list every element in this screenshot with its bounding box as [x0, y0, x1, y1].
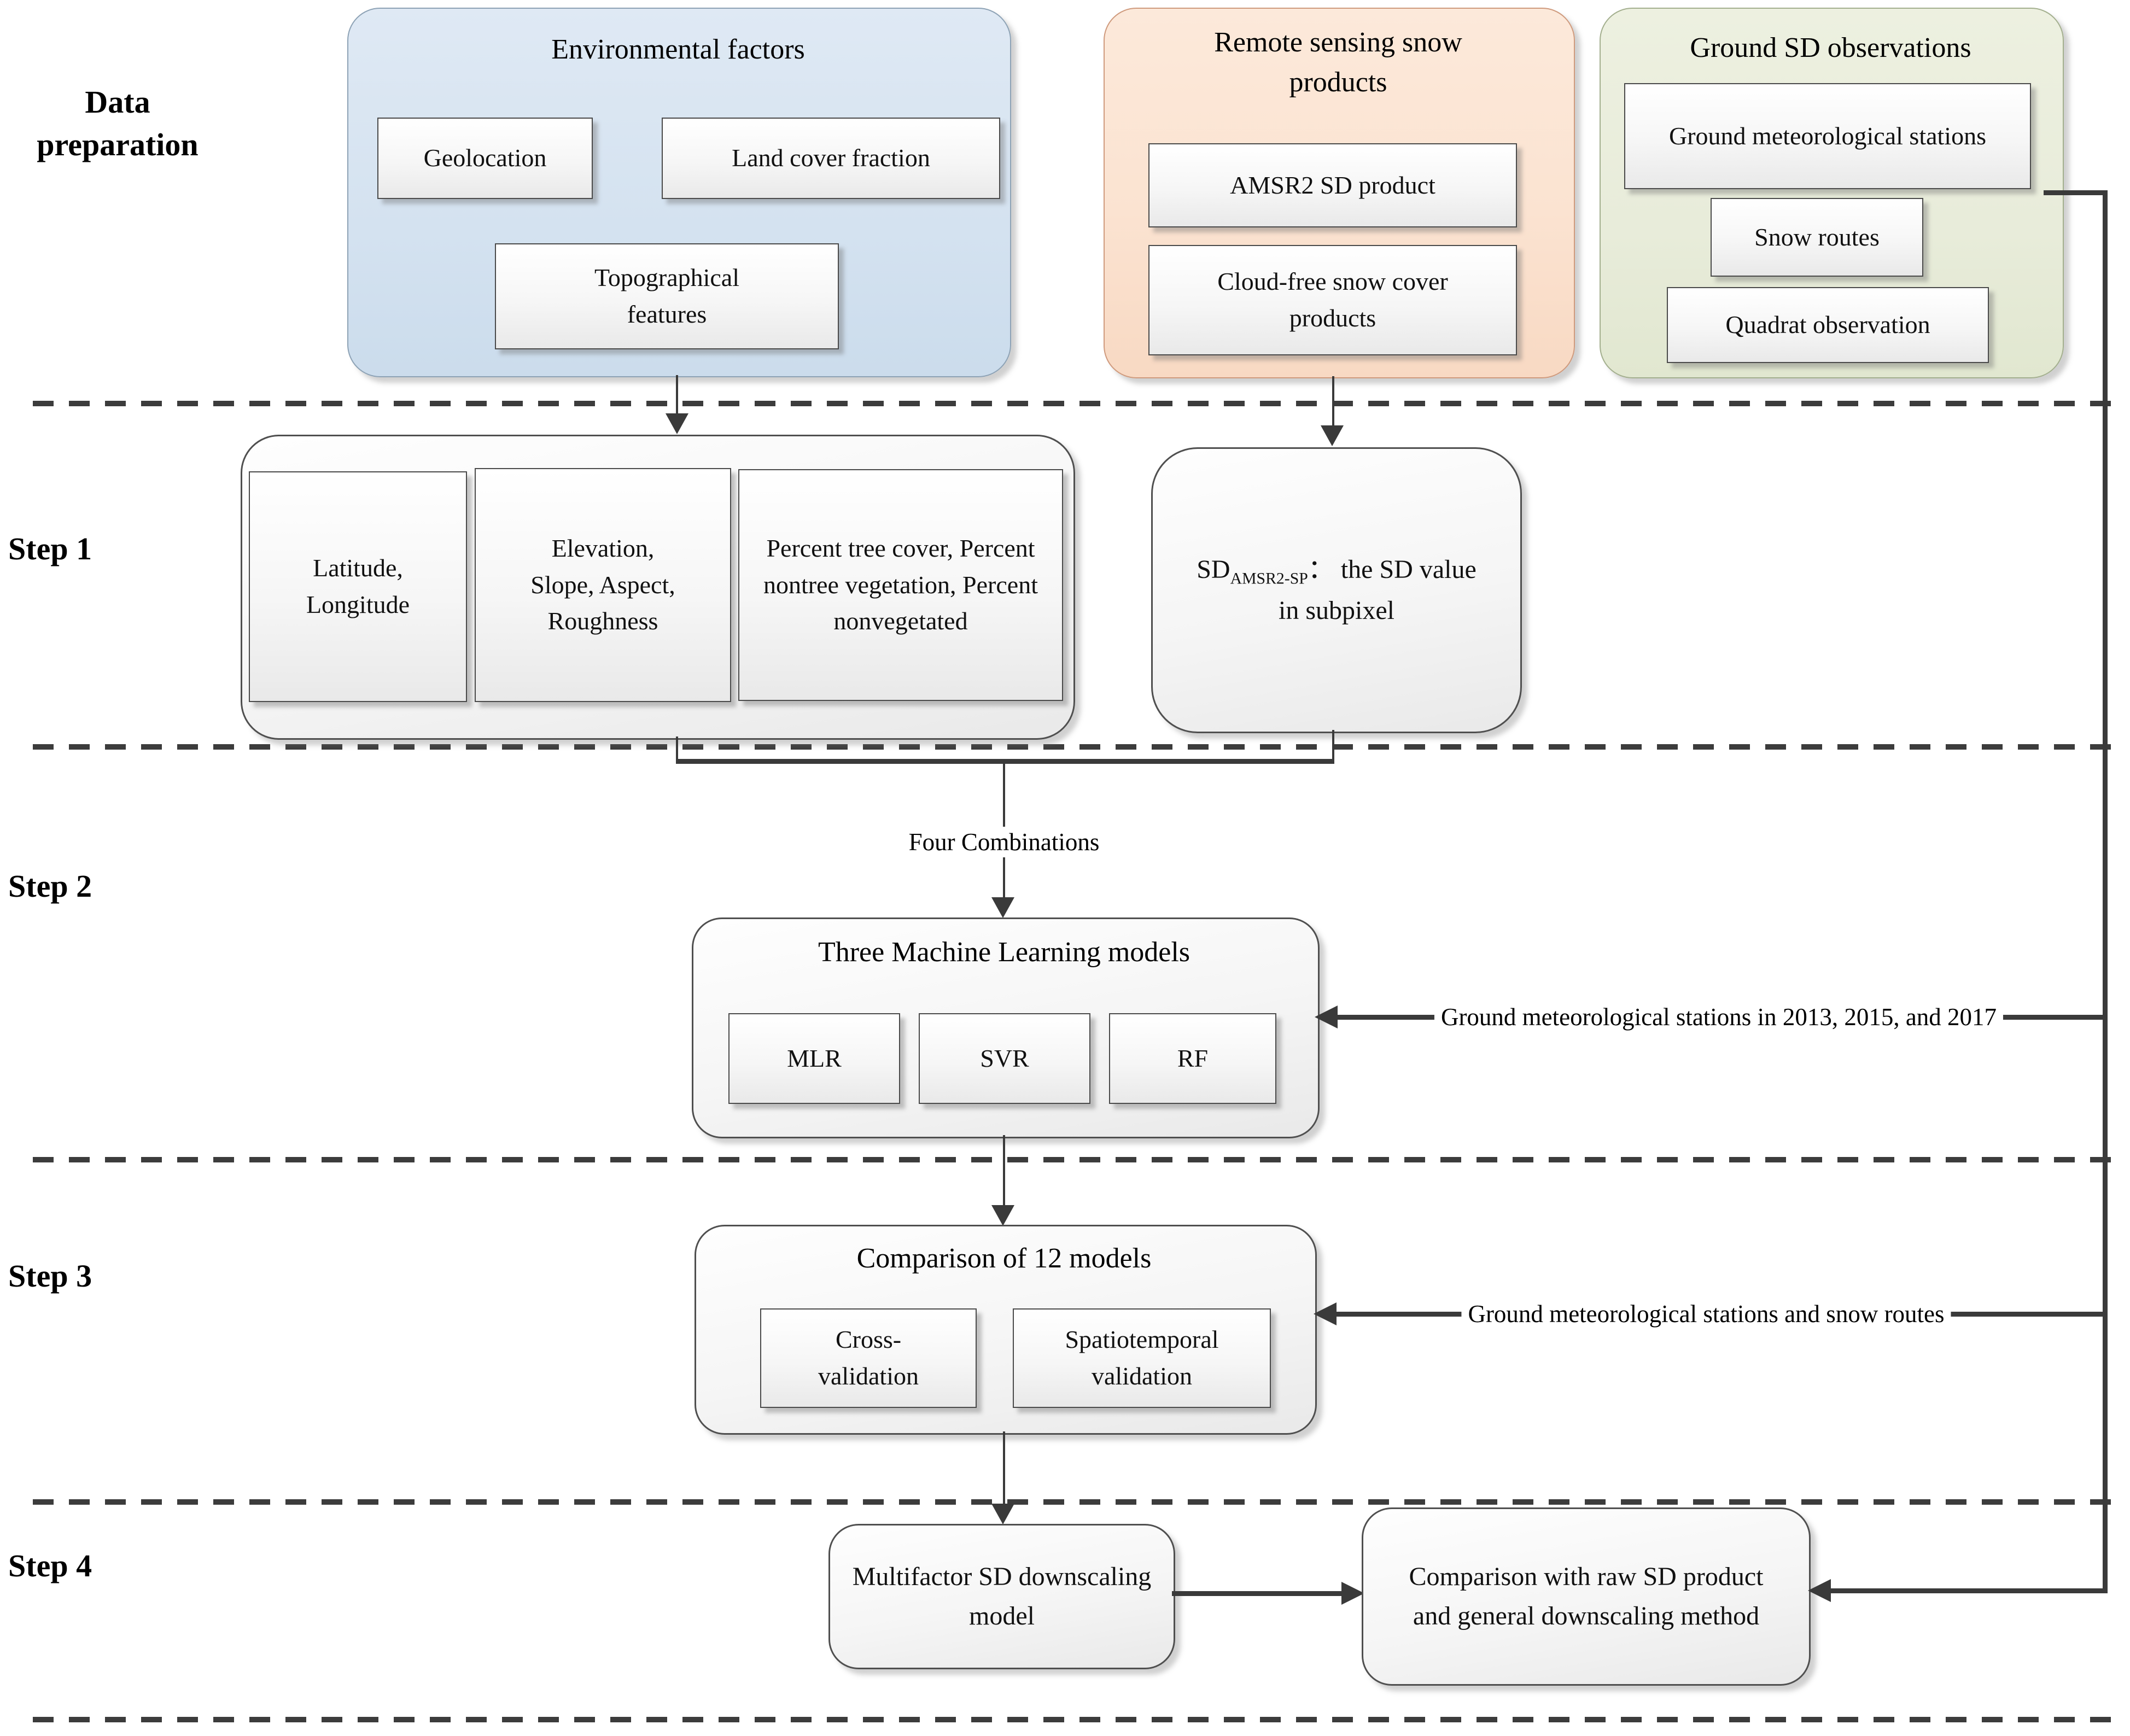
arrow-down-remote-to-sd-icon [1321, 425, 1344, 446]
dashed-separator-5 [33, 1717, 2122, 1722]
label-step-2: Step 2 [8, 868, 92, 904]
mlr-box: MLR [728, 1013, 900, 1104]
cloud-free-snow-cover-box: Cloud-free snow cover products [1148, 245, 1517, 355]
label-step-3: Step 3 [8, 1258, 92, 1294]
four-combinations-label: Four Combinations [902, 827, 1106, 857]
arrow-down-to-comparison-icon [991, 1205, 1014, 1226]
sd-subpixel-box: SDAMSR2-SP： the SD value in subpixel [1151, 447, 1522, 733]
arrow-left-step2-feed-icon [1315, 1006, 1338, 1028]
multifactor-downscaling-box: Multifactor SD downscaling model [828, 1524, 1175, 1669]
land-cover-fraction-box: Land cover fraction [662, 118, 1000, 199]
arrow-down-to-downscaling-icon [991, 1504, 1014, 1524]
label-data-preparation: Data preparation [37, 84, 199, 163]
svr-box: SVR [919, 1013, 1090, 1104]
environmental-factors-title: Environmental factors [551, 34, 805, 65]
rf-box: RF [1109, 1013, 1276, 1104]
connector-env-to-step1 [676, 375, 678, 414]
connector-predictors-down [676, 737, 678, 762]
elevation-slope-aspect-roughness-box: Elevation, Slope, Aspect, Roughness [475, 468, 731, 702]
geolocation-box: Geolocation [377, 118, 593, 199]
comparison-raw-sd-box: Comparison with raw SD product and gener… [1362, 1507, 1811, 1686]
connector-right-rail [2103, 190, 2108, 1591]
step3-feed-label: Ground meteorological stations and snow … [1461, 1299, 1951, 1329]
spatiotemporal-validation-box: Spatiotemporal validation [1013, 1308, 1271, 1408]
sd-subpixel-text: SDAMSR2-SP： the SD value in subpixel [1197, 554, 1477, 626]
percent-cover-box: Percent tree cover, Percent nontree vege… [738, 469, 1063, 701]
connector-model-to-comparison [1172, 1591, 1343, 1596]
arrow-left-step3-feed-icon [1314, 1302, 1337, 1325]
connector-remote-to-sd [1332, 376, 1334, 426]
label-step-4: Step 4 [8, 1548, 92, 1583]
connector-merge-bar [676, 759, 1334, 764]
dashed-separator-1 [33, 401, 2122, 406]
label-step-1: Step 1 [8, 531, 92, 566]
arrow-left-rail-to-comparison-icon [1808, 1579, 1831, 1602]
quadrat-observation-box: Quadrat observation [1667, 287, 1989, 363]
amsr2-sd-product-box: AMSR2 SD product [1148, 143, 1517, 227]
connector-step3-down [1003, 1431, 1005, 1505]
cross-validation-box: Cross-validation [760, 1308, 977, 1408]
topographical-features-box: Topographical features [495, 243, 839, 349]
three-ml-models-title: Three Machine Learning models [818, 937, 1191, 968]
remote-sensing-title: Remote sensing snow products [1214, 27, 1462, 98]
ground-meteorological-stations-box: Ground meteorological stations [1624, 83, 2031, 189]
comparison-12-models-title: Comparison of 12 models [856, 1243, 1152, 1274]
arrow-down-env-to-step1-icon [666, 413, 688, 434]
snow-routes-box: Snow routes [1711, 198, 1923, 277]
dashed-separator-4 [33, 1499, 2122, 1505]
connector-rail-to-comparison [1831, 1588, 2108, 1593]
dashed-separator-2 [33, 744, 2122, 750]
connector-sd-down [1332, 730, 1334, 762]
connector-step2-down [1003, 1135, 1005, 1206]
ground-sd-observations-title: Ground SD observations [1690, 32, 1971, 63]
arrow-down-to-ml-models-icon [991, 897, 1014, 918]
dashed-separator-3 [33, 1157, 2122, 1162]
step2-feed-label: Ground meteorological stations in 2013, … [1434, 1002, 2004, 1032]
arrow-right-model-to-comparison-icon [1341, 1582, 1364, 1605]
latitude-longitude-box: Latitude, Longitude [249, 471, 467, 702]
connector-ground-elbow [2044, 190, 2108, 195]
